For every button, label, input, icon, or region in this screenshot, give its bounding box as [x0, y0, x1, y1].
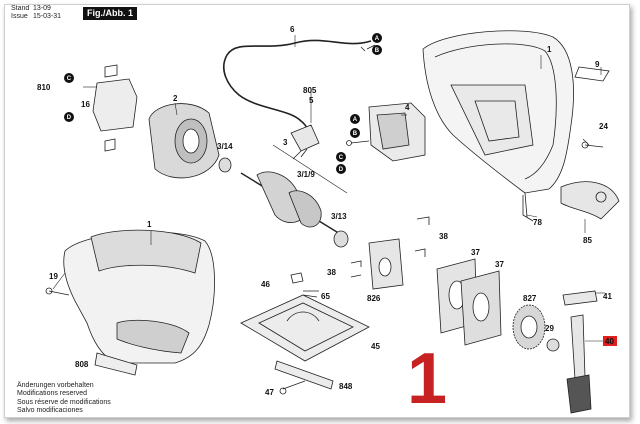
label-sticker-part	[574, 66, 610, 82]
label-40: 40	[605, 337, 614, 346]
label-24: 24	[599, 122, 608, 131]
issue-label: Issue	[11, 13, 28, 20]
label-1-housing: 1	[547, 45, 552, 54]
label-46: 46	[261, 280, 270, 289]
label-1-left: 1	[147, 220, 152, 229]
marker-a1: A	[375, 36, 380, 42]
label-47: 47	[265, 388, 274, 397]
label-65: 65	[321, 292, 330, 301]
clip-part	[562, 290, 598, 306]
label-45: 45	[371, 342, 380, 351]
note-fr: Sous réserve de modifications	[17, 398, 111, 406]
marker-c1: C	[67, 76, 72, 82]
label-2: 2	[173, 94, 178, 103]
label-3-1-9: 3/1/9	[297, 170, 315, 179]
bearing-part	[218, 157, 232, 173]
cover-plate-part	[94, 352, 138, 376]
figure-number: 1	[407, 339, 448, 418]
modification-notes: Änderungen vorbehalten Modifications res…	[17, 382, 111, 415]
label-37b: 37	[495, 260, 504, 269]
note-de: Änderungen vorbehalten	[17, 382, 94, 389]
power-cable-part	[223, 39, 372, 144]
label-810: 810	[37, 83, 51, 92]
label-805: 805	[303, 86, 317, 95]
stand-label: Stand	[11, 5, 30, 12]
plunger-part	[570, 314, 586, 380]
issue-value: 15-03-31	[33, 13, 62, 20]
blade-guard-part	[560, 181, 620, 220]
bearing-29-part	[546, 338, 560, 352]
marker-b1: B	[375, 48, 380, 54]
label-3-14: 3/14	[217, 142, 233, 151]
marker-d1: D	[67, 115, 72, 121]
label-848: 848	[339, 382, 353, 391]
label-3: 3	[283, 138, 288, 147]
part-labels: 6 805 5 4 2 3/14 3 3/1/9 3/13 810 16 1 9…	[37, 25, 612, 397]
highlighted-part-40: 40	[603, 336, 617, 346]
marker-c2: C	[339, 155, 344, 161]
label-4: 4	[405, 103, 410, 112]
label-41: 41	[603, 292, 612, 301]
label-9: 9	[595, 60, 600, 69]
label-29: 29	[545, 324, 554, 333]
block-46-part	[290, 272, 304, 284]
base-plate-part	[240, 294, 370, 362]
marker-d2: D	[339, 167, 344, 173]
label-827: 827	[523, 294, 537, 303]
allen-key-part	[522, 195, 534, 222]
marker-a2: A	[353, 117, 358, 123]
exploded-view-drawing: 6 805 5 4 2 3/14 3 3/1/9 3/13 810 16 1 9…	[37, 25, 620, 414]
label-38b: 38	[327, 268, 336, 277]
label-78: 78	[533, 218, 542, 227]
label-826: 826	[367, 294, 381, 303]
connection-markers: A B A B C D C D	[64, 33, 382, 174]
label-5: 5	[309, 96, 314, 105]
guide-rail-part	[274, 360, 334, 390]
screw-19-part	[45, 287, 53, 295]
note-en: Modifications reserved	[17, 390, 88, 398]
label-16: 16	[81, 100, 90, 109]
note-es: Salvo modificaciones	[17, 406, 83, 414]
brush-holder-part	[92, 78, 138, 132]
stand-value: 13-09	[33, 5, 51, 12]
figure-badge: Fig./Abb. 1	[83, 7, 137, 20]
plug-part	[290, 124, 320, 152]
marker-b2: B	[353, 131, 358, 137]
label-38a: 38	[439, 232, 448, 241]
label-85: 85	[583, 236, 592, 245]
label-19: 19	[49, 272, 58, 281]
bearing-3-13	[333, 230, 349, 248]
label-37a: 37	[471, 248, 480, 257]
label-3-13: 3/13	[331, 212, 347, 221]
label-6: 6	[290, 25, 295, 34]
label-808: 808	[75, 360, 89, 369]
